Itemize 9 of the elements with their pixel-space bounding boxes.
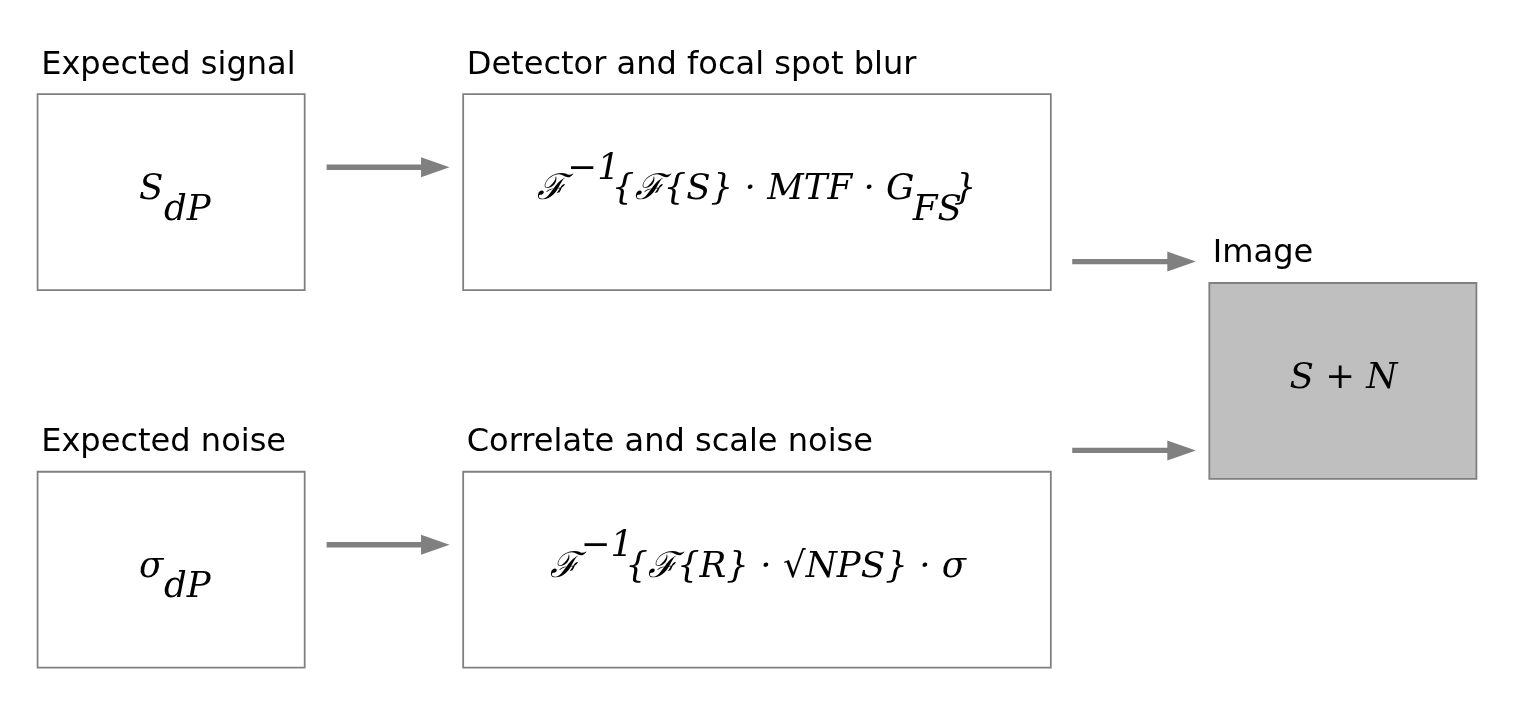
arrow <box>1072 251 1196 272</box>
node-label: Image <box>1212 232 1314 271</box>
arrow <box>326 534 450 555</box>
node-label: Expected signal <box>41 43 296 82</box>
node-label: Expected noise <box>41 421 287 460</box>
arrow <box>326 157 450 178</box>
arrow <box>1072 440 1196 461</box>
node-label: Detector and focal spot blur <box>466 43 917 82</box>
node-label: Correlate and scale noise <box>466 421 874 460</box>
